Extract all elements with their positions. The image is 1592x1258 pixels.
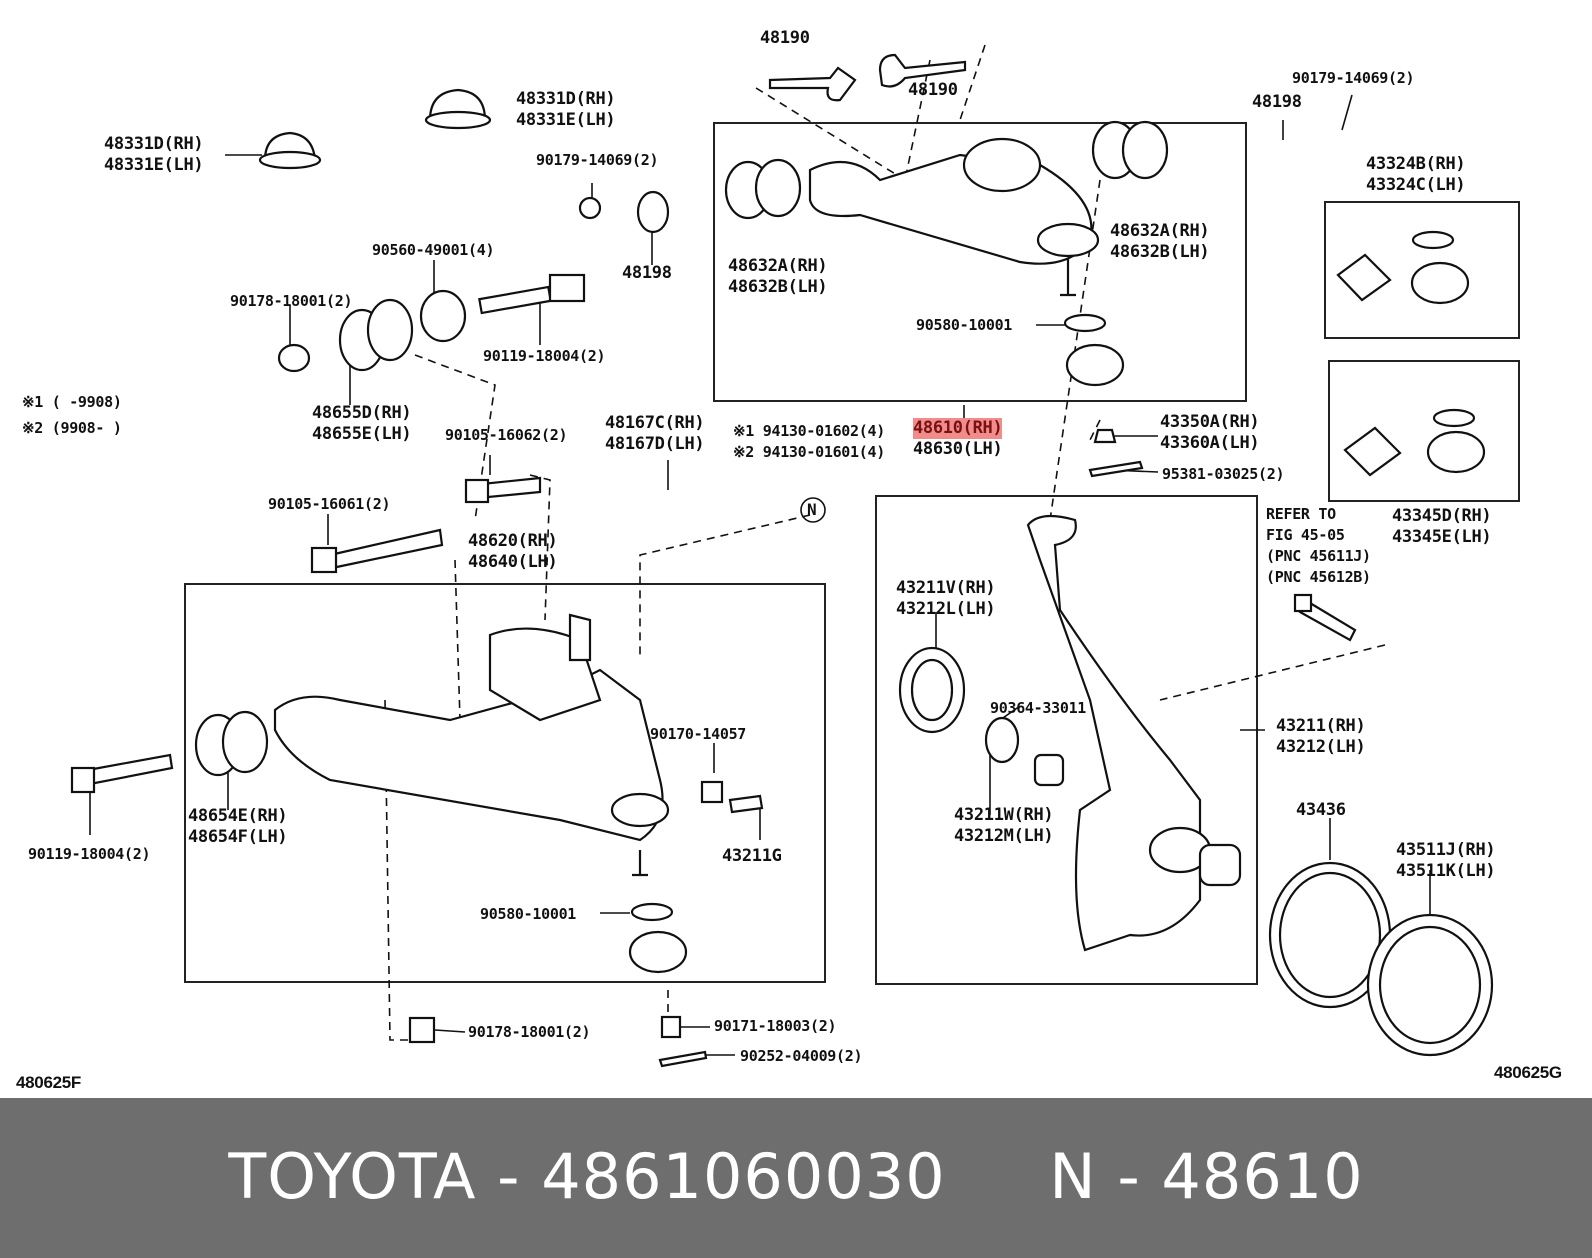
label-43350a[interactable]: 43350A(RH)43360A(LH) bbox=[1160, 412, 1260, 453]
label-48632-right[interactable]: 48632A(RH)48632B(LH) bbox=[1110, 221, 1210, 262]
label-48654e[interactable]: 48654E(RH)48654F(LH) bbox=[188, 806, 288, 847]
lower-arm-box bbox=[184, 583, 826, 983]
nut-pin-illustration bbox=[408, 1015, 708, 1068]
diagram-id-right: 480625G bbox=[1494, 1063, 1562, 1082]
upper-arm-illustration bbox=[724, 53, 1169, 387]
label-43345d[interactable]: 43345D(RH)43345E(LH) bbox=[1392, 506, 1492, 547]
upper-arm-box bbox=[713, 122, 1247, 402]
callout-letter-n: N bbox=[807, 500, 817, 519]
label-90171[interactable]: 90171-18003(2) bbox=[714, 1017, 837, 1035]
separator: - bbox=[1117, 1140, 1141, 1213]
label-48198-b[interactable]: 48198 bbox=[622, 263, 672, 283]
label-90170[interactable]: 90170-14057 bbox=[650, 725, 747, 743]
label-90105-16061[interactable]: 90105-16061(2) bbox=[268, 495, 391, 513]
label-48167c[interactable]: 48167C(RH)48167D(LH) bbox=[605, 413, 705, 454]
label-90580-bottom[interactable]: 90580-10001 bbox=[480, 905, 577, 923]
part-number: 4861060030 bbox=[541, 1140, 946, 1213]
label-90178-top[interactable]: 90178-18001(2) bbox=[230, 292, 353, 310]
callout-circle bbox=[800, 497, 826, 523]
label-90364[interactable]: 90364-33011 bbox=[990, 699, 1087, 717]
diagram-drawing bbox=[70, 44, 1494, 1068]
label-48198-a[interactable]: 48198 bbox=[1252, 92, 1302, 112]
knuckle-box bbox=[875, 495, 1258, 985]
boot-kit-box-upper bbox=[1324, 201, 1520, 339]
note-2: ※2 (9908- ) bbox=[22, 419, 122, 437]
parts-diagram: 480625F 480625G ※1 ( -9908) ※2 (9908- ) … bbox=[16, 28, 1563, 1092]
bushing-bolt-illustration bbox=[258, 88, 670, 574]
label-48620[interactable]: 48620(RH)48640(LH) bbox=[468, 531, 558, 572]
separator: - bbox=[497, 1140, 521, 1213]
label-90119-bottom[interactable]: 90119-18004(2) bbox=[28, 845, 151, 863]
label-48190-top[interactable]: 48190 bbox=[760, 28, 810, 48]
label-48655d[interactable]: 48655D(RH)48655E(LH) bbox=[312, 403, 412, 444]
label-43324b[interactable]: 43324B(RH)43324C(LH) bbox=[1366, 154, 1466, 195]
brand-name: TOYOTA bbox=[228, 1140, 477, 1213]
gasket-illustration bbox=[1268, 861, 1494, 1057]
label-90179-b[interactable]: 90179-14069(2) bbox=[536, 151, 659, 169]
pnc-number: 48610 bbox=[1161, 1140, 1364, 1213]
label-90178-bottom[interactable]: 90178-18001(2) bbox=[468, 1023, 591, 1041]
label-48610[interactable]: 48610(RH)48630(LH) bbox=[913, 418, 1003, 459]
label-43211g[interactable]: 43211G bbox=[722, 846, 782, 866]
label-43211v[interactable]: 43211V(RH)43212L(LH) bbox=[896, 578, 996, 619]
label-90105-16062[interactable]: 90105-16062(2) bbox=[445, 426, 568, 444]
label-43211[interactable]: 43211(RH)43212(LH) bbox=[1276, 716, 1366, 757]
label-90252[interactable]: 90252-04009(2) bbox=[740, 1047, 863, 1065]
callout-code: N bbox=[1049, 1140, 1097, 1213]
lower-arm-illustration bbox=[70, 613, 764, 974]
steering-knuckle-illustration bbox=[898, 428, 1357, 952]
label-48331d-a[interactable]: 48331D(RH)48331E(LH) bbox=[516, 89, 616, 130]
note-1: ※1 ( -9908) bbox=[22, 393, 122, 411]
diagram-id-left: 480625F bbox=[16, 1073, 82, 1092]
label-43211w[interactable]: 43211W(RH)43212M(LH) bbox=[954, 805, 1054, 846]
label-48632-left[interactable]: 48632A(RH)48632B(LH) bbox=[728, 256, 828, 297]
label-43436[interactable]: 43436 bbox=[1296, 800, 1346, 820]
label-90580-top[interactable]: 90580-10001 bbox=[916, 316, 1013, 334]
label-90560[interactable]: 90560-49001(4) bbox=[372, 241, 495, 259]
label-43511j[interactable]: 43511J(RH)43511K(LH) bbox=[1396, 840, 1496, 881]
label-90119-top[interactable]: 90119-18004(2) bbox=[483, 347, 606, 365]
footer-caption: TOYOTA - 4861060030 N - 48610 bbox=[0, 1140, 1592, 1213]
label-95381[interactable]: 95381-03025(2) bbox=[1162, 465, 1285, 483]
boot-kit-box-lower bbox=[1328, 360, 1520, 502]
label-48190-mid[interactable]: 48190 bbox=[908, 80, 958, 100]
label-90179-a[interactable]: 90179-14069(2) bbox=[1292, 69, 1415, 87]
label-48331d-b[interactable]: 48331D(RH)48331E(LH) bbox=[104, 134, 204, 175]
highlighted-part-48610[interactable]: 48610(RH) bbox=[913, 418, 1003, 439]
boot-kit-illustration bbox=[1336, 230, 1486, 477]
part-info-footer: TOYOTA - 4861060030 N - 48610 bbox=[0, 1098, 1592, 1258]
label-94130[interactable]: ※1 94130-01602(4)※2 94130-01601(4) bbox=[733, 422, 885, 461]
